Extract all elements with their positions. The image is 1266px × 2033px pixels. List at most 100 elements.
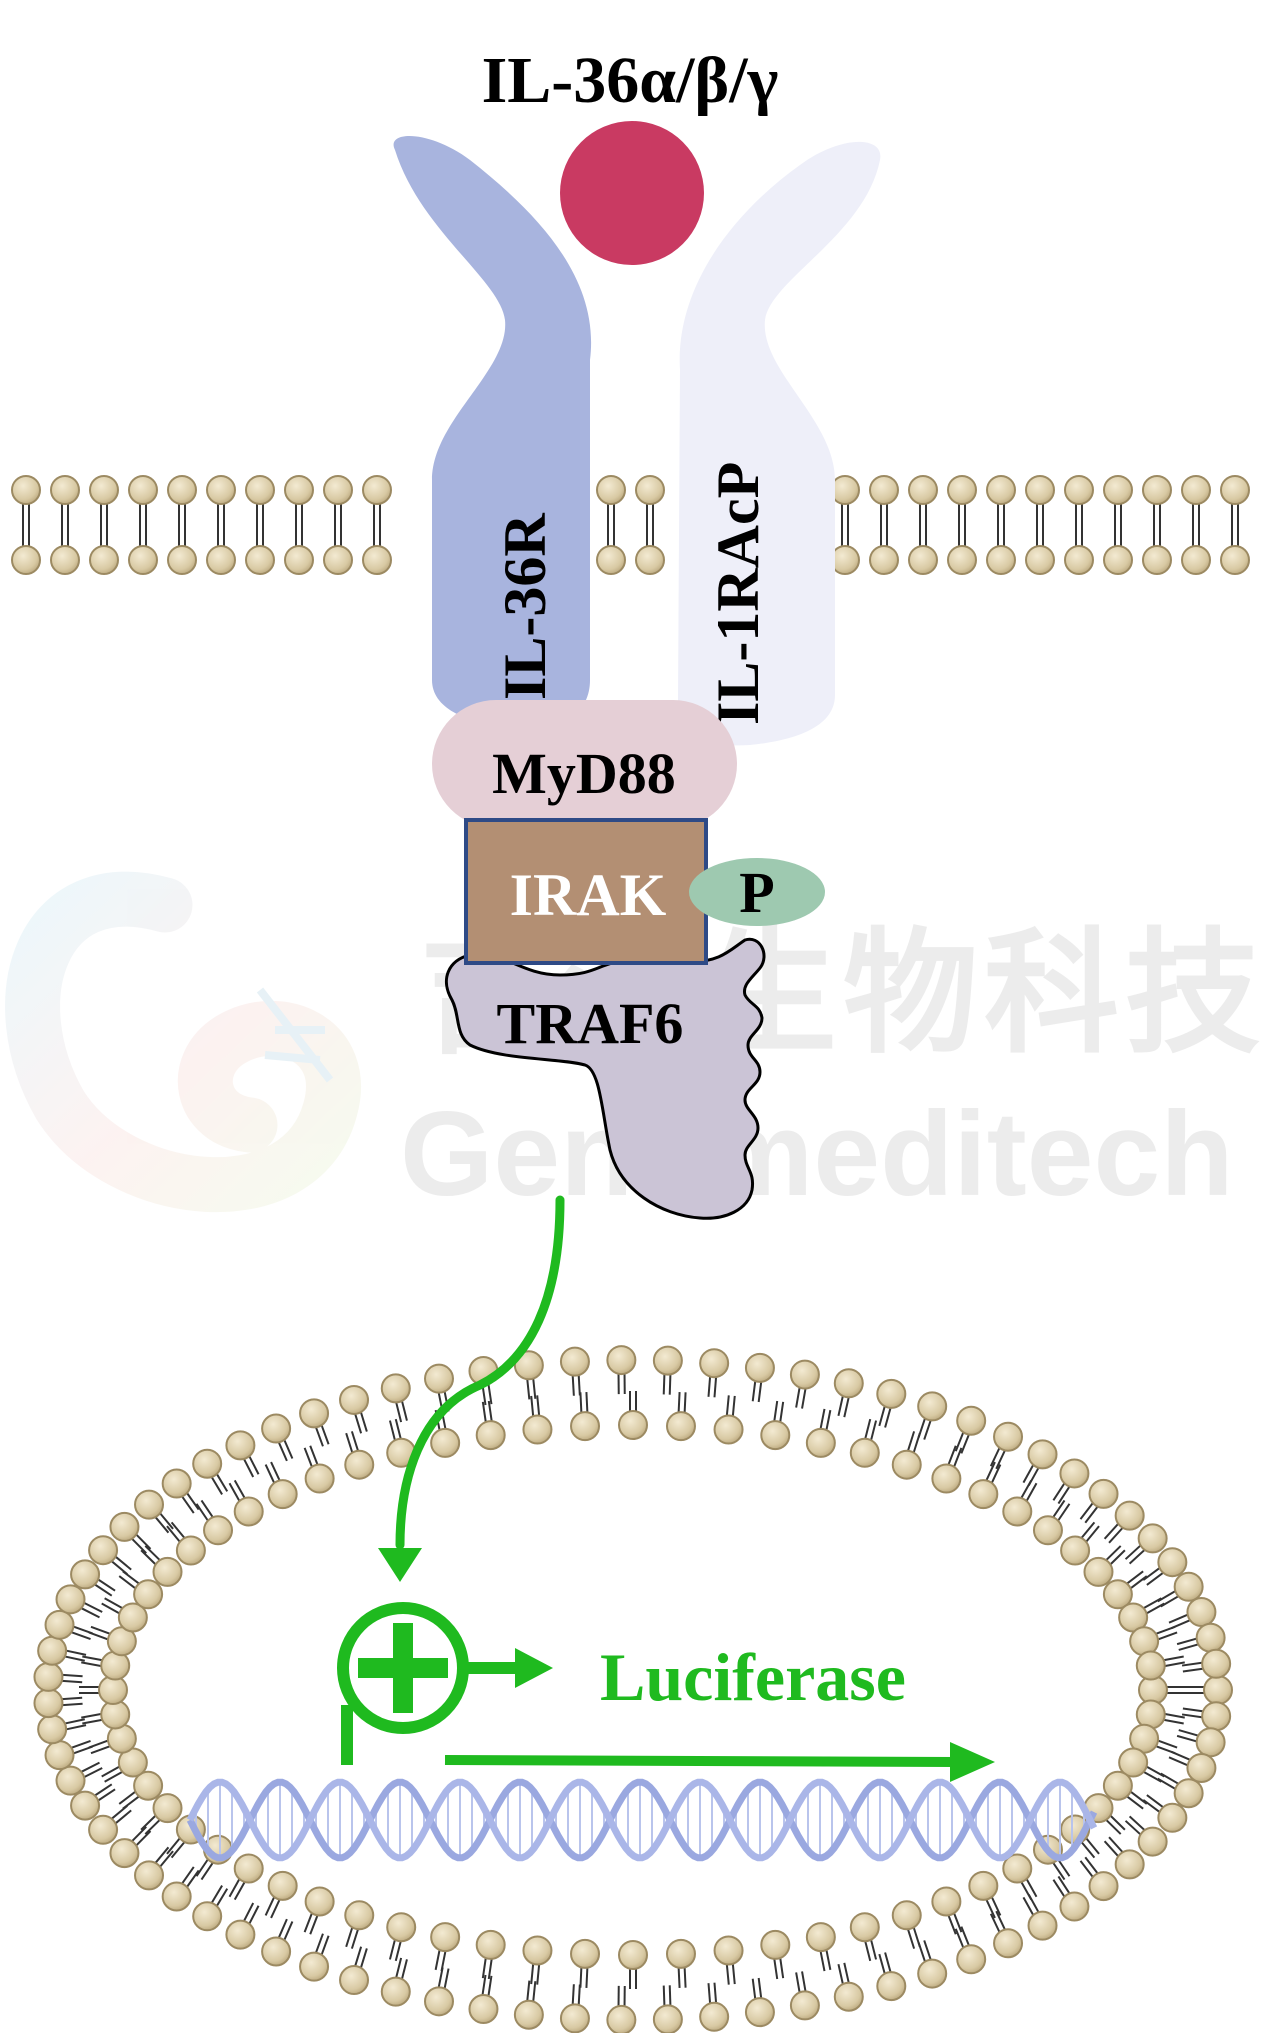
lipid-head <box>339 1965 370 1996</box>
lipid-head <box>1201 1648 1232 1679</box>
nuclear-membrane <box>33 1345 1233 2033</box>
lipid-head <box>380 1373 411 1404</box>
lipid-head <box>559 1346 590 1377</box>
lipid-head <box>931 1886 962 1917</box>
lipid-head <box>513 1350 544 1381</box>
lipid-head <box>430 1427 461 1458</box>
lipid-head <box>134 1860 165 1891</box>
lipid-head <box>849 1437 880 1468</box>
lipid-head <box>70 1559 101 1590</box>
lipid-head <box>304 1886 335 1917</box>
lipid-head <box>225 1430 256 1461</box>
lipid-head <box>37 1635 68 1666</box>
lipid-head <box>652 2004 683 2033</box>
lipid-head <box>1173 1571 1204 1602</box>
lipid-head <box>1201 1701 1232 1732</box>
lipid-head <box>88 1814 119 1845</box>
lipid-head <box>713 1935 744 1966</box>
lipid-head <box>1137 1523 1168 1554</box>
lipid-head <box>1059 1458 1090 1489</box>
lipid-head <box>284 475 314 505</box>
lipid-head <box>1195 1727 1226 1758</box>
lipid-head <box>665 1938 696 1969</box>
lipid-head <box>1103 475 1133 505</box>
lipid-head <box>1203 1675 1233 1705</box>
lipid-head <box>152 1793 183 1824</box>
lipid-head <box>128 545 158 575</box>
reporter-label: Luciferase <box>600 1639 906 1715</box>
lipid-head <box>88 1535 119 1566</box>
lipid-head <box>968 1870 999 1901</box>
lipid-head <box>522 1935 553 1966</box>
lipid-head <box>744 1352 775 1383</box>
myd88-label: MyD88 <box>492 741 676 806</box>
lipid-head <box>1142 475 1172 505</box>
lipid-head <box>1002 1496 1033 1527</box>
lipid-head <box>44 1740 75 1771</box>
lipid-head <box>1060 1535 1091 1566</box>
lipid-head <box>89 545 119 575</box>
il1racp-label: IL-1RAcP <box>705 462 771 725</box>
lipid-head <box>380 1976 411 2007</box>
lipid-head <box>760 1420 791 1451</box>
lipid-head <box>203 1515 234 1546</box>
lipid-head <box>261 1936 292 1967</box>
lipid-head <box>192 1448 223 1479</box>
lipid-head <box>618 1410 648 1440</box>
lipid-head <box>1181 545 1211 575</box>
lipid-head <box>606 2004 637 2033</box>
lipid-head <box>284 545 314 575</box>
lipid-head <box>1059 1891 1090 1922</box>
lipid-head <box>1157 1802 1188 1833</box>
plasma-membrane <box>11 475 1250 575</box>
lipid-head <box>1025 475 1055 505</box>
lipid-head <box>744 1997 775 2028</box>
lipid-head <box>11 545 41 575</box>
lipid-head <box>206 545 236 575</box>
lipid-head <box>1032 1515 1063 1546</box>
lipid-head <box>50 475 80 505</box>
lipid-head <box>109 1838 140 1869</box>
lipid-head <box>1157 1547 1188 1578</box>
lipid-head <box>513 1999 544 2030</box>
lipid-head <box>876 1378 907 1409</box>
lipid-head <box>917 1391 948 1422</box>
lipid-head <box>833 1368 864 1399</box>
lipid-head <box>344 1900 375 1931</box>
lipid-head <box>128 475 158 505</box>
lipid-head <box>570 1938 601 1969</box>
lipid-head <box>245 545 275 575</box>
lipid-head <box>917 1958 948 1989</box>
il36r-label: IL-36R <box>492 513 558 700</box>
lipid-head <box>424 1363 455 1394</box>
lipid-head <box>699 1348 730 1379</box>
irak-label: IRAK <box>510 862 667 928</box>
lipid-head <box>133 1579 164 1610</box>
lipid-head <box>1083 1556 1114 1587</box>
lipid-head <box>299 1398 330 1429</box>
lipid-head <box>947 545 977 575</box>
lipid-head <box>931 1463 962 1494</box>
lipid-head <box>70 1790 101 1821</box>
lipid-head <box>89 475 119 505</box>
dna-helix-icon <box>186 1778 1098 1862</box>
lipid-head <box>245 475 275 505</box>
lipid-head <box>50 545 80 575</box>
lipid-head <box>134 1489 165 1520</box>
lipid-head <box>206 475 236 505</box>
lipid-head <box>1220 545 1250 575</box>
lipid-head <box>618 1940 648 1970</box>
lipid-head <box>1114 1849 1145 1880</box>
lipid-head <box>468 1994 499 2025</box>
lipid-head <box>1118 1747 1149 1778</box>
lipid-head <box>596 545 626 575</box>
lipid-head <box>947 475 977 505</box>
lipid-head <box>891 1900 922 1931</box>
lipid-head <box>876 1971 907 2002</box>
lipid-head <box>133 1770 164 1801</box>
lipid-head <box>44 1609 75 1640</box>
lipid-head <box>267 1870 298 1901</box>
lipid-head <box>55 1765 86 1796</box>
lipid-head <box>152 1556 183 1587</box>
